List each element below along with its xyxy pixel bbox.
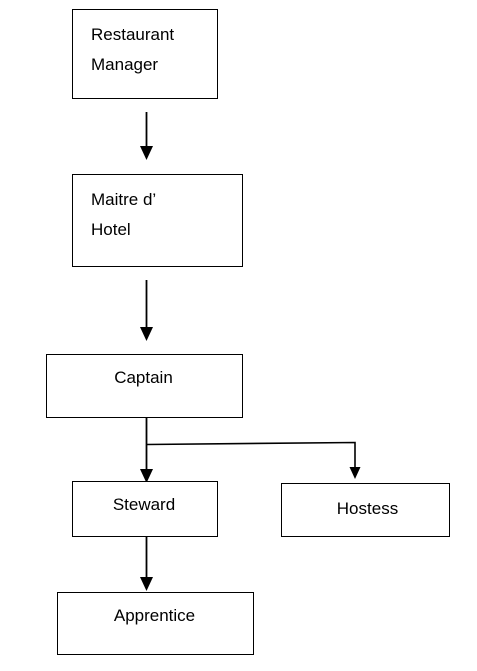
node-apprentice-label: Apprentice bbox=[113, 606, 196, 625]
arrow-steward-to-apprentice bbox=[140, 537, 153, 591]
node-maitre-d-hotel-line2: Hotel bbox=[91, 220, 131, 239]
node-captain-label: Captain bbox=[114, 368, 173, 387]
node-steward: Steward bbox=[72, 481, 218, 537]
arrow-captain-to-steward bbox=[140, 418, 153, 483]
node-captain: Captain bbox=[46, 354, 243, 418]
arrow-maitre-to-captain bbox=[140, 280, 153, 341]
node-restaurant-manager-line2: Manager bbox=[91, 55, 159, 74]
node-maitre-d-hotel-line1: Maitre d’ bbox=[91, 190, 157, 209]
node-apprentice: Apprentice bbox=[57, 592, 254, 655]
node-maitre-d-hotel: Maitre d’ Hotel bbox=[72, 174, 243, 267]
node-restaurant-manager: Restaurant Manager bbox=[72, 9, 218, 99]
arrow-manager-to-maitre bbox=[140, 112, 153, 160]
arrow-captain-to-hostess bbox=[146, 441, 361, 479]
node-steward-label: Steward bbox=[112, 495, 176, 514]
node-hostess-label: Hostess bbox=[336, 499, 399, 518]
node-hostess: Hostess bbox=[281, 483, 450, 537]
node-restaurant-manager-line1: Restaurant bbox=[91, 25, 175, 44]
